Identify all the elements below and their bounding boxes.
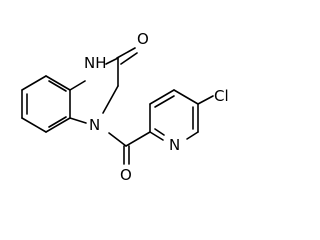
chlorine-label: Cl [214, 87, 229, 105]
structure-diagram: O NH N O N Cl [21, 30, 229, 184]
pyridine-nitrogen-label: N [169, 136, 180, 154]
bond-double-inner [48, 116, 67, 128]
bond [21, 117, 47, 133]
nh-label: NH [84, 54, 107, 72]
bond [69, 117, 87, 124]
molecule-structure: O NH N O N Cl [21, 30, 229, 184]
ring-nitrogen-label: N [89, 116, 100, 134]
bond-double [120, 52, 138, 65]
bond [149, 131, 164, 141]
bond [102, 85, 119, 114]
bond [69, 80, 86, 91]
bond [21, 75, 47, 91]
amide-oxygen-label: O [120, 166, 132, 184]
bond [45, 75, 71, 91]
bond-double [116, 47, 136, 59]
bond [105, 57, 119, 65]
bond [125, 131, 151, 147]
bond [45, 117, 71, 133]
carbonyl-oxygen-label: O [137, 30, 149, 48]
bond [173, 89, 199, 105]
bond-double-inner [154, 128, 165, 136]
bond [186, 131, 199, 140]
bond [149, 89, 175, 105]
bond-double-inner [154, 95, 175, 108]
bond-double-inner [48, 80, 67, 92]
bond [197, 95, 214, 105]
bond [108, 132, 127, 147]
